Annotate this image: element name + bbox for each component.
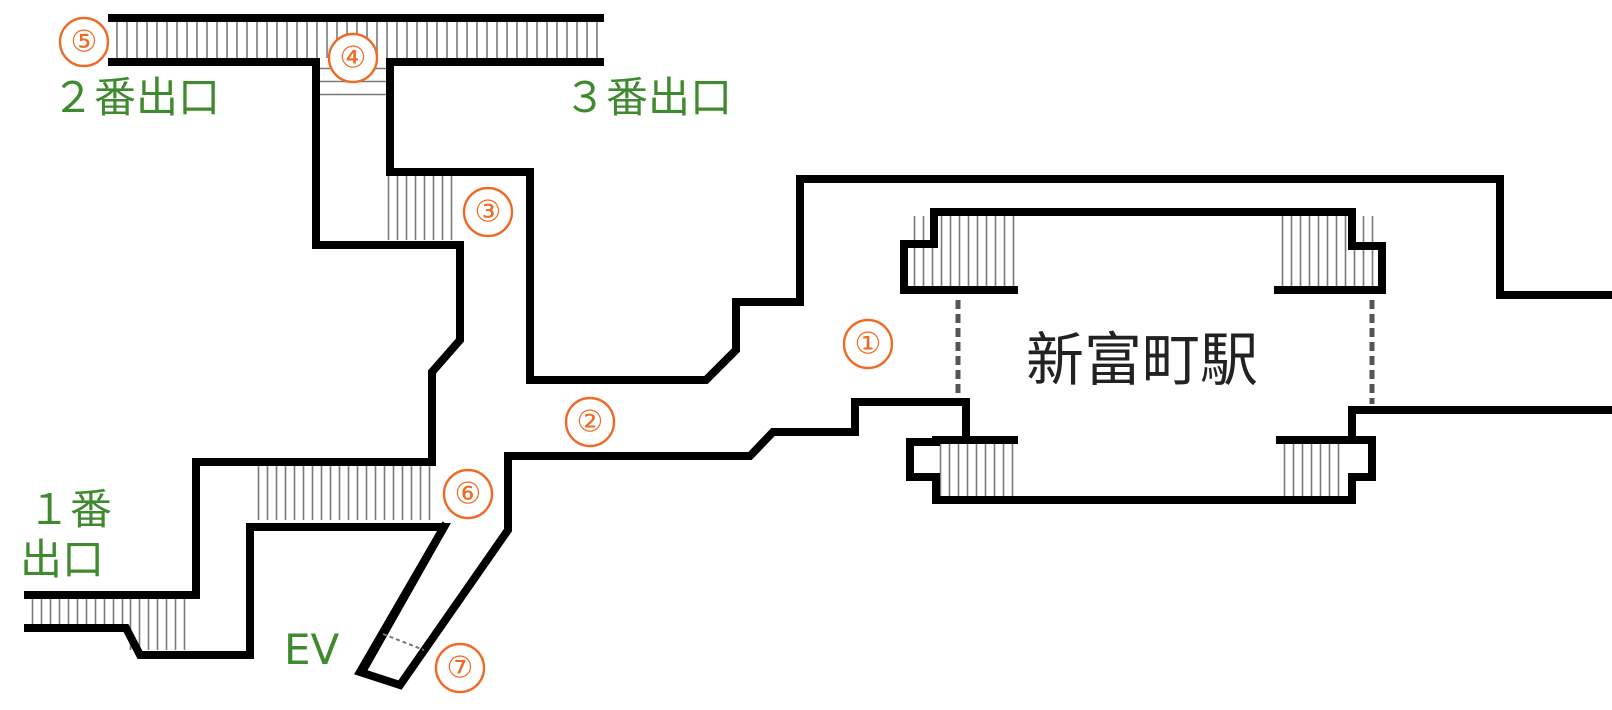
svg-text:①: ① <box>855 327 882 362</box>
exit-3-label: ３番出口 <box>564 73 732 122</box>
exit-2-label: ２番出口 <box>52 73 220 122</box>
stair-platform-se <box>1283 442 1340 498</box>
elevator-label: EV <box>284 625 340 674</box>
svg-text:⑥: ⑥ <box>455 477 482 512</box>
marker-2: ② <box>564 396 616 448</box>
marker-3: ③ <box>462 186 514 238</box>
walls <box>24 14 1612 690</box>
ev-door <box>382 633 425 651</box>
stair-platform-sw <box>939 442 1014 498</box>
svg-text:⑦: ⑦ <box>447 651 474 686</box>
svg-text:④: ④ <box>340 41 367 76</box>
stair-exit-1 <box>31 596 186 650</box>
stair-platform-nw <box>913 216 1015 286</box>
exit-1-label-line1: １番 <box>28 485 112 534</box>
stair-6 <box>257 462 431 520</box>
svg-text:③: ③ <box>475 195 502 230</box>
svg-text:②: ② <box>577 405 604 440</box>
marker-1: ① <box>842 318 894 370</box>
stair-3 <box>387 172 453 240</box>
stair-platform-ne <box>1281 216 1374 286</box>
exit-1-label-line2: 出口 <box>20 535 104 584</box>
marker-6: ⑥ <box>442 468 494 520</box>
marker-7: ⑦ <box>434 642 486 694</box>
marker-4: ④ <box>327 32 379 84</box>
svg-text:⑤: ⑤ <box>71 25 98 60</box>
station-name: 新富町駅 <box>1026 326 1258 394</box>
marker-5: ⑤ <box>58 16 110 68</box>
